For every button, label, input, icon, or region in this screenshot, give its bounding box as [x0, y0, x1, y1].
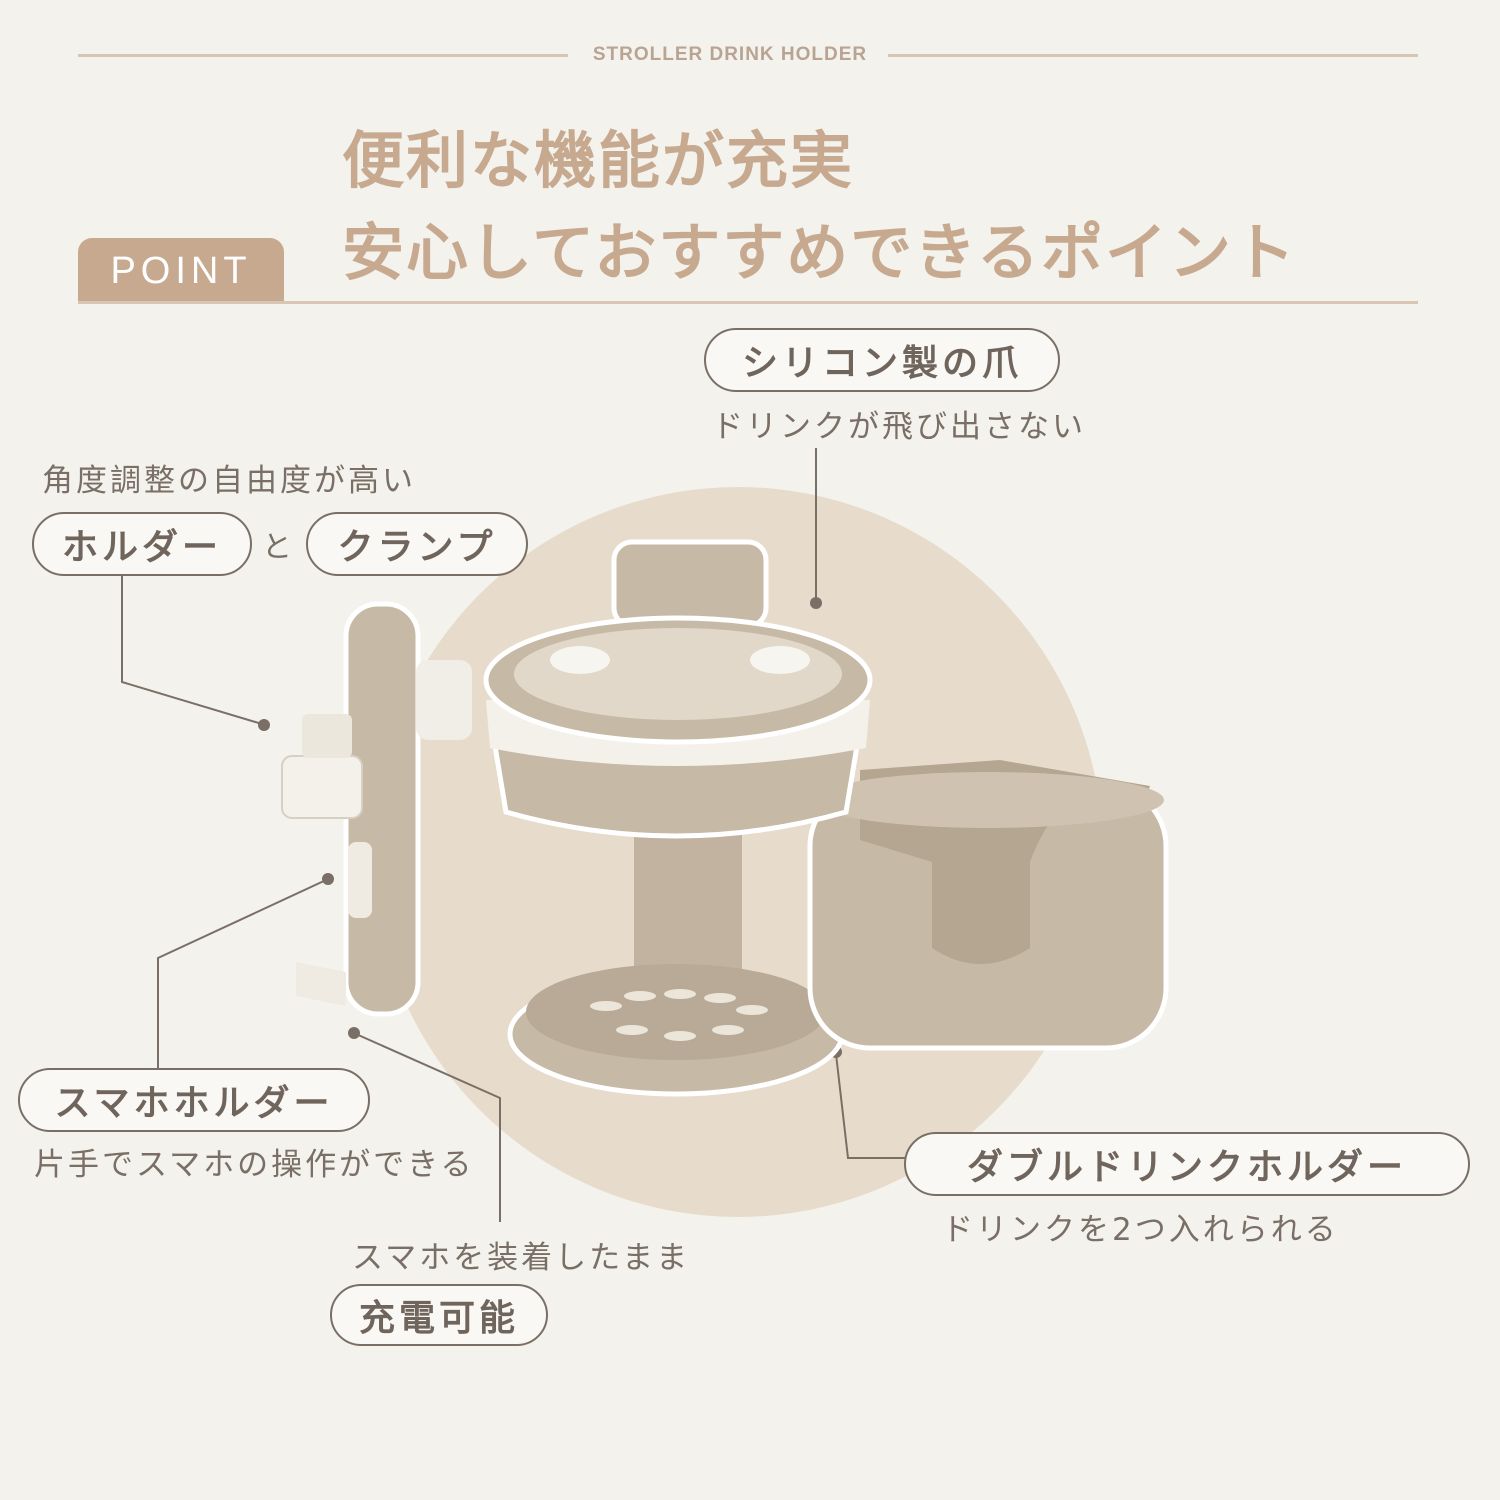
silicone-pill: シリコン製の爪	[704, 328, 1060, 392]
double-holder-pill: ダブルドリンクホルダー	[904, 1132, 1470, 1196]
leader-charging	[355, 1033, 501, 1222]
double-holder-sub: ドリンクを2つ入れられる	[942, 1212, 1339, 1248]
clamp-pill: クランプ	[306, 512, 528, 576]
back-support	[611, 539, 769, 629]
main-cup	[483, 615, 873, 839]
point-tab: POINT	[78, 238, 284, 304]
header-rule	[78, 301, 1418, 304]
headline-line1: 便利な機能が充実	[342, 124, 855, 197]
leader-phone	[157, 879, 327, 1070]
charging-sub: スマホを装着したまま	[352, 1240, 691, 1276]
brand-label: STROLLER DRINK HOLDER	[592, 44, 868, 65]
leader-lines	[121, 448, 906, 1222]
phone-holder-sub: 片手でスマホの操作ができる	[34, 1147, 475, 1183]
leader-double	[835, 1053, 906, 1159]
silicone-sub: ドリンクが飛び出さない	[712, 409, 1086, 445]
angle-sub: 角度調整の自由度が高い	[42, 463, 416, 499]
second-cup	[807, 760, 1169, 1051]
headline-line2: 安心しておすすめできるポイント	[342, 216, 1298, 289]
leader-holder	[121, 572, 263, 725]
top-rule-left	[78, 54, 568, 57]
top-rule-right	[888, 54, 1418, 57]
phone-holder-pill: スマホホルダー	[18, 1068, 370, 1132]
clamp-plate	[281, 601, 472, 1017]
holder-pill: ホルダー	[32, 512, 252, 576]
basket	[507, 964, 845, 1097]
and-connector: と	[262, 530, 292, 565]
charging-pill: 充電可能	[330, 1284, 548, 1346]
